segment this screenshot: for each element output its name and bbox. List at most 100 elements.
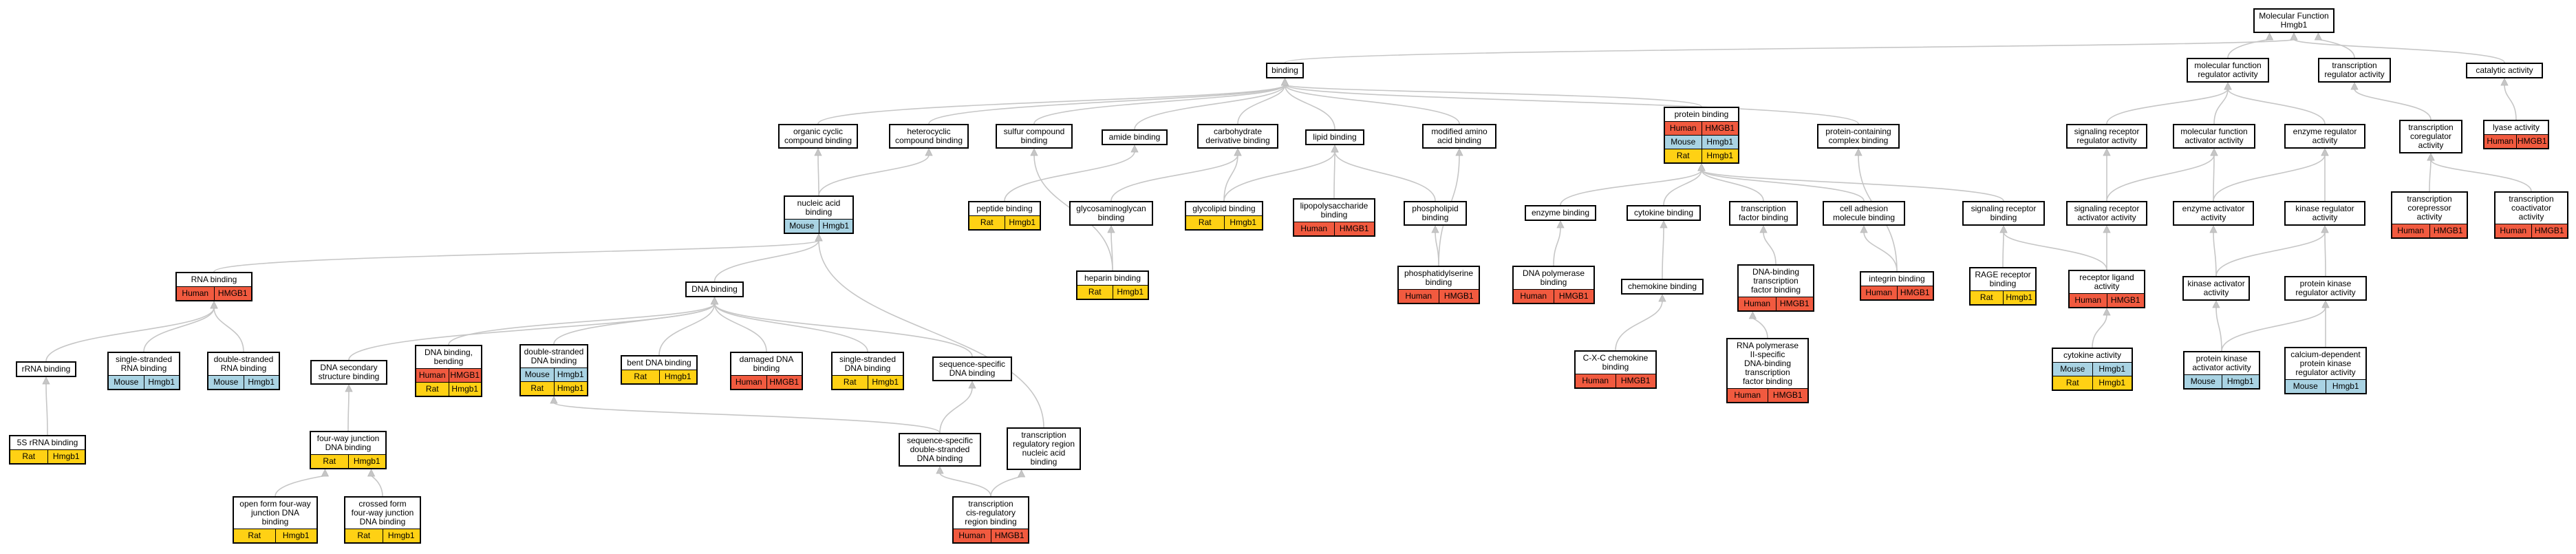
- gene-cell: Hmgb1: [2325, 380, 2366, 393]
- species-cell: Human: [1734, 390, 1761, 400]
- edge-arrowhead: [1697, 163, 1706, 171]
- go-term-label: enzyme regulator activity: [2293, 127, 2357, 145]
- species-cell: Rat: [843, 377, 857, 387]
- go-term-label: calcium-dependent protein kinase regulat…: [2290, 350, 2361, 377]
- go-term-pkra: protein kinase regulator activity: [2284, 276, 2367, 301]
- gene-cell: HMGB1: [990, 529, 1029, 542]
- go-term-label: 5S rRNA binding: [17, 438, 78, 447]
- go-term-label: nucleic acid binding: [797, 198, 841, 217]
- go-term-cdpk: calcium-dependent protein kinase regulat…: [2284, 347, 2367, 394]
- go-term-label: single-stranded RNA binding: [115, 354, 173, 373]
- go-term-label: peptide binding: [976, 204, 1033, 213]
- go-term-label: sequence-specific double-stranded DNA bi…: [906, 436, 974, 463]
- go-term-binding: binding: [1266, 63, 1304, 78]
- annotation-row: Rat Hmgb1: [234, 529, 316, 542]
- go-term-maab: modified amino acid binding: [1422, 124, 1496, 149]
- edge-arrowhead: [42, 376, 50, 385]
- go-term-label: transcription coactivator activity: [2509, 194, 2554, 222]
- gene-cell: HMGB1: [1553, 290, 1594, 303]
- edge-line: [1615, 300, 1663, 351]
- edge-arrowhead: [1854, 148, 1863, 156]
- edge-line: [1223, 154, 1238, 202]
- species-cell: Mouse: [1671, 137, 1696, 147]
- go-term-chb: chemokine binding: [1621, 279, 1704, 295]
- edge-line: [2092, 314, 2107, 348]
- edge-line: [2215, 231, 2326, 277]
- edge-line: [817, 154, 819, 196]
- go-term-label: transcription regulator activity: [2324, 61, 2385, 79]
- edge-arrowhead: [367, 469, 376, 477]
- species-cell: Human: [1520, 291, 1547, 301]
- edge-line: [1663, 169, 1702, 206]
- go-term-cytb: cytokine binding: [1627, 205, 1701, 221]
- edge-line: [2221, 306, 2326, 352]
- edge-arrowhead: [1331, 145, 1339, 153]
- gene-cell: HMGB1: [1701, 122, 1739, 135]
- go-term-label: protein-containing complex binding: [1825, 127, 1891, 145]
- go-term-label: glycolipid binding: [1192, 204, 1256, 213]
- edge-line: [2003, 231, 2107, 270]
- edge-line: [213, 239, 819, 273]
- edge-arrowhead: [2321, 225, 2329, 233]
- edge-line: [1863, 231, 1898, 272]
- species-cell: Rat: [2065, 378, 2079, 387]
- species-cell: Rat: [425, 384, 439, 394]
- edge-line: [817, 84, 1286, 125]
- gene-cell: Hmgb1: [143, 376, 180, 389]
- species-cell: Human: [1669, 123, 1697, 133]
- species-cell: Human: [1582, 376, 1609, 385]
- go-term-label: four-way junction DNA binding: [316, 434, 380, 452]
- edge-line: [1662, 226, 1664, 279]
- edge-arrowhead: [1017, 469, 1026, 478]
- species-cell: Rat: [1979, 292, 1993, 302]
- edge-line: [1284, 84, 1859, 125]
- species-cell: Mouse: [213, 377, 239, 387]
- edge-line: [1435, 231, 1439, 266]
- edge-line: [1701, 169, 2004, 202]
- edge-arrowhead: [2212, 300, 2220, 308]
- edge-arrowhead: [2500, 78, 2509, 86]
- species-cell: Mouse: [2190, 376, 2215, 386]
- go-term-tcoa: transcription coregulator activity: [2399, 120, 2462, 153]
- go-term-label: double-stranded RNA binding: [213, 354, 274, 373]
- go-term-cdb: carbohydrate derivative binding: [1197, 124, 1278, 149]
- edge-line: [2213, 231, 2217, 277]
- gene-cell: Hmgb1: [275, 529, 317, 542]
- gene-cell: Hmgb1: [47, 450, 85, 463]
- gene-cell: HMGB1: [1775, 297, 1814, 310]
- edge-line: [939, 387, 973, 434]
- edge-arrowhead: [1455, 148, 1463, 156]
- species-cell: Human: [958, 531, 986, 540]
- edge-arrowhead: [1556, 220, 1565, 228]
- species-cell: Human: [1405, 291, 1432, 301]
- species-cell: Human: [418, 370, 446, 380]
- species-cell: Rat: [248, 531, 261, 540]
- edge-arrowhead: [1130, 145, 1139, 153]
- edge-line: [1237, 84, 1286, 125]
- go-term-enzb: enzyme binding: [1525, 205, 1596, 221]
- go-term-rnap2: RNA polymerase II-specific DNA-binding t…: [1726, 338, 1809, 403]
- gene-cell: HMGB1: [2429, 224, 2467, 237]
- species-cell: Rat: [980, 217, 994, 227]
- go-term-label: double-stranded DNA binding: [524, 347, 584, 365]
- gene-cell: HMGB1: [2515, 135, 2548, 148]
- go-term-label: heterocyclic compound binding: [894, 127, 963, 145]
